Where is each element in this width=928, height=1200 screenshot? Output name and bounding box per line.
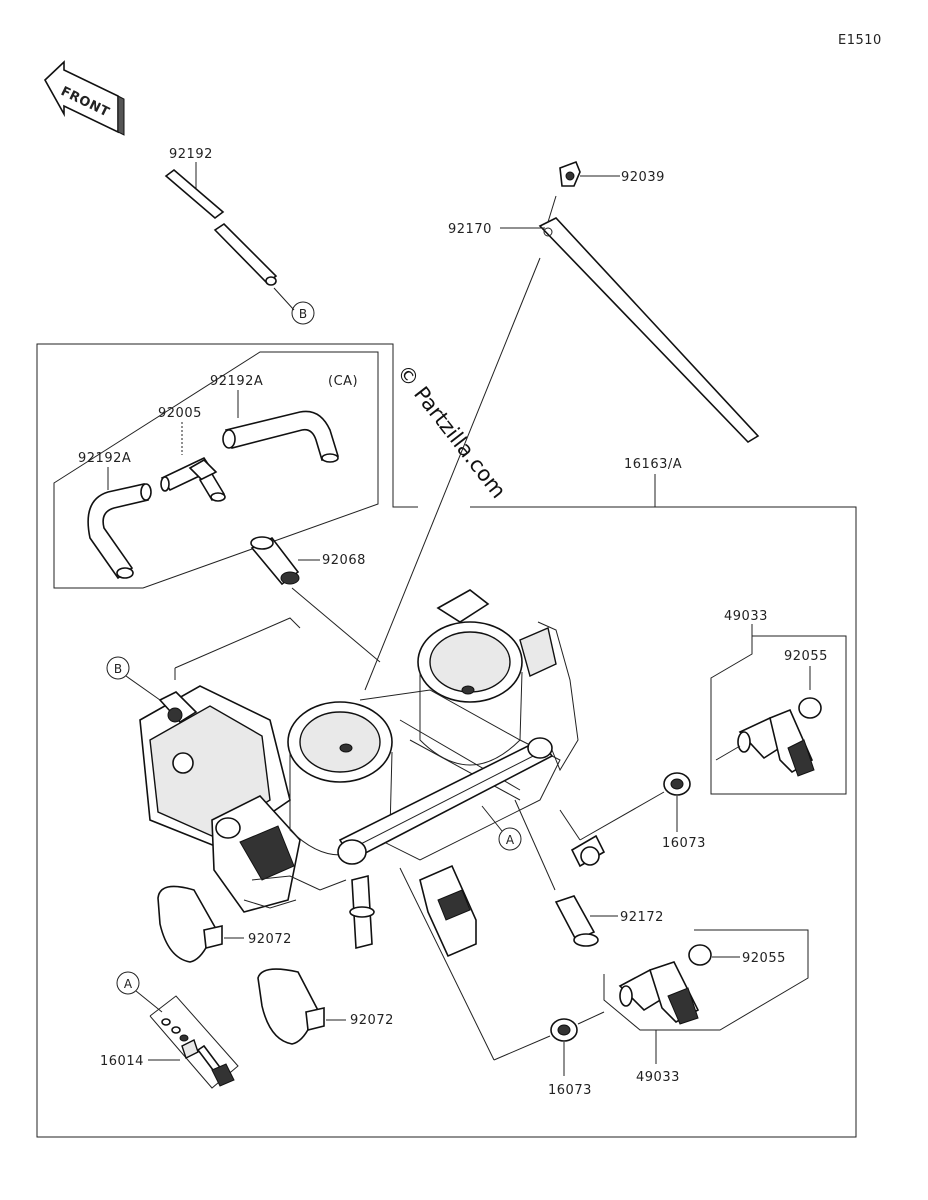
svg-text:B: B — [114, 662, 122, 676]
label-ca-note: (CA) — [328, 374, 358, 389]
callout-b-assembly: B — [106, 656, 161, 701]
label-16014: 16014 — [100, 1054, 144, 1069]
clamp-92072-lower — [257, 968, 346, 1045]
label-92068: 92068 — [322, 553, 366, 568]
clamp-92072-upper — [157, 885, 244, 963]
label-92170: 92170 — [448, 222, 492, 237]
screw-92172 — [514, 799, 618, 947]
band-92170 — [364, 195, 760, 691]
assembly-border — [36, 343, 857, 1138]
injector-49033-upper — [715, 708, 815, 777]
joint-92005 — [160, 456, 226, 502]
label-49033-lower: 49033 — [636, 1070, 680, 1085]
hose-92192 — [164, 162, 295, 311]
clip-bolt-92039 — [559, 160, 620, 187]
svg-text:A: A — [124, 977, 133, 991]
throttle-body-assembly — [139, 589, 606, 958]
hose-92192a-lower — [87, 483, 152, 580]
ca-subbox — [53, 351, 379, 589]
callout-a-screwkit: A — [116, 971, 163, 1013]
label-hose-92192: 92192 — [169, 147, 213, 162]
screw-kit-16014 — [148, 995, 239, 1089]
svg-text:A: A — [506, 833, 515, 847]
callout-a-assembly: A — [481, 805, 522, 851]
label-92072-lower: 92072 — [350, 1013, 394, 1028]
oring-92055-lower — [688, 944, 712, 966]
injector-box-lower — [603, 929, 809, 1031]
label-assembly: 16163/A — [624, 457, 682, 472]
cap-92068 — [250, 536, 381, 663]
label-92055-upper: 92055 — [784, 649, 828, 664]
callout-b-top: B — [291, 301, 315, 325]
label-92192a-left: 92192A — [78, 451, 131, 466]
leader-seal-upper-to-body — [579, 791, 665, 841]
hose-92192a-upper — [222, 410, 340, 463]
injector-49033-lower — [618, 961, 700, 1025]
label-92039: 92039 — [621, 170, 665, 185]
injector-box-upper — [710, 624, 847, 795]
leader-seal-lower-to-body — [493, 1035, 551, 1061]
label-92072-upper: 92072 — [248, 932, 292, 947]
label-92005: 92005 — [158, 406, 202, 421]
diagram-code: E1510 — [838, 33, 882, 48]
label-92055-lower: 92055 — [742, 951, 786, 966]
front-arrow-icon: FRONT — [43, 60, 125, 136]
label-92192a-top: 92192A — [210, 374, 263, 389]
oring-92055-upper — [798, 697, 822, 719]
label-16073-lower: 16073 — [548, 1083, 592, 1098]
label-92172: 92172 — [620, 910, 664, 925]
watermark: © Partzilla.com — [392, 360, 511, 502]
label-49033-upper: 49033 — [724, 609, 768, 624]
svg-text:B: B — [299, 307, 307, 321]
label-16073-upper: 16073 — [662, 836, 706, 851]
